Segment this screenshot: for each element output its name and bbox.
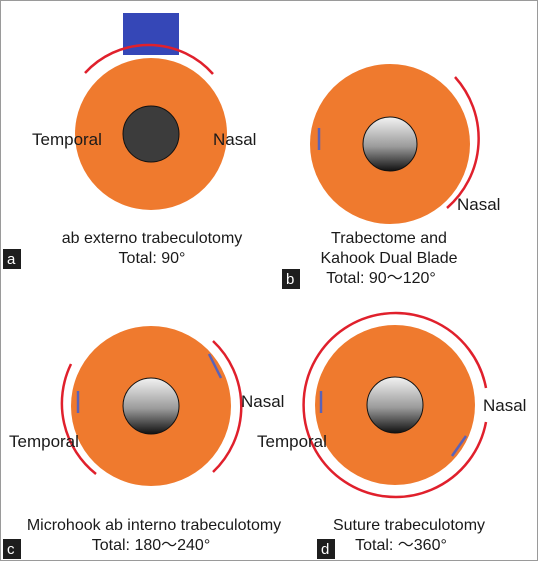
incision-mark-nasal <box>207 353 223 379</box>
pupil <box>122 377 180 435</box>
caption-line-1: Microhook ab interno trabeculotomy <box>27 517 281 534</box>
caption-line-2: Kahook Dual Blade <box>321 250 458 267</box>
caption-line-2: Total: ～360° <box>355 537 447 554</box>
caption-line-1: Trabectome and <box>331 230 447 247</box>
nasal-label: Nasal <box>241 392 284 411</box>
svg-text:d: d <box>321 541 329 558</box>
caption-line-1: ab externo trabeculotomy <box>62 230 243 247</box>
svg-text:b: b <box>286 271 294 288</box>
nasal-label: Nasal <box>483 396 526 415</box>
temporal-label: Temporal <box>9 432 79 451</box>
caption-line-2: Total: 90° <box>119 250 186 267</box>
svg-text:a: a <box>7 251 16 268</box>
svg-text:c: c <box>7 541 15 558</box>
incision-mark-nasal <box>450 435 468 457</box>
panel-tag-a: a <box>3 249 21 269</box>
treated-arc <box>446 76 480 209</box>
nasal-label: Nasal <box>457 195 500 214</box>
pupil <box>362 116 418 172</box>
panel-d: Temporal Nasal Suture trabeculotomy Tota… <box>257 311 526 559</box>
treated-arc-full <box>302 311 488 499</box>
pupil <box>122 105 180 163</box>
caption-line-2: Total: 180～240° <box>92 537 210 554</box>
treated-arc-nasal <box>212 340 243 473</box>
panel-tag-c: c <box>3 539 21 559</box>
treated-arc <box>84 43 214 75</box>
treated-arc-temporal <box>60 363 97 475</box>
temporal-label: Temporal <box>32 130 102 149</box>
temporal-label: Temporal <box>257 432 327 451</box>
caption-line-3: Total: 90～120° <box>326 270 436 287</box>
panel-c: Temporal Nasal Microhook ab interno trab… <box>3 326 284 559</box>
pupil <box>366 376 424 434</box>
panel-b: Nasal Trabectome and Kahook Dual Blade T… <box>282 64 500 289</box>
caption-line-1: Suture trabeculotomy <box>333 517 485 534</box>
panel-a: Temporal Nasal ab externo trabeculotomy … <box>3 13 256 269</box>
panel-tag-d: d <box>317 539 335 559</box>
nasal-label: Nasal <box>213 130 256 149</box>
panel-tag-b: b <box>282 269 300 289</box>
